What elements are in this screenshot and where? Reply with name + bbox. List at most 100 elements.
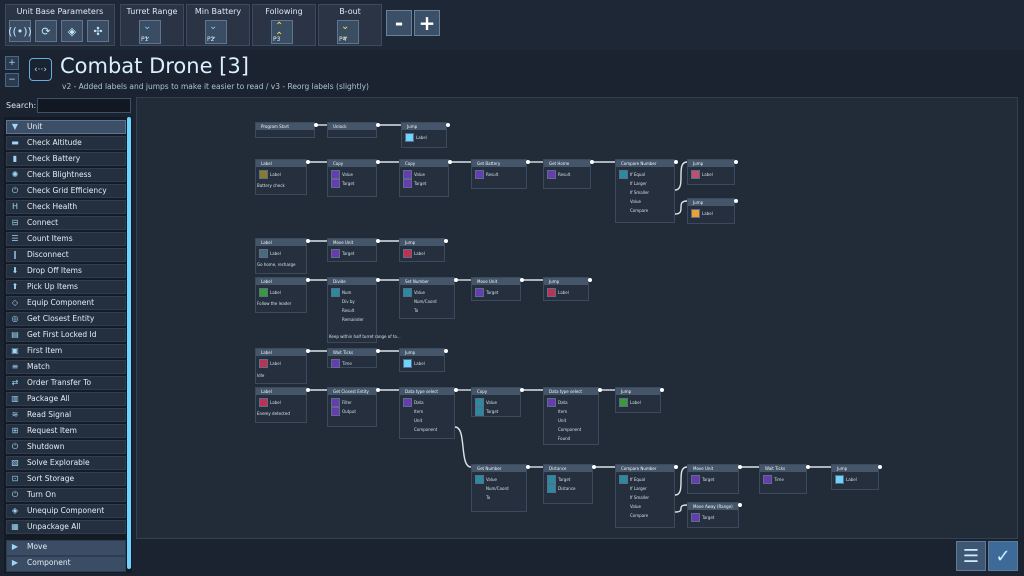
sidebar-item-order-transfer-to[interactable]: ⇄Order Transfer To: [6, 376, 126, 390]
add-parameter-button[interactable]: +: [414, 10, 440, 36]
sidebar-item-get-first-locked-id[interactable]: ▤Get First Locked Id: [6, 328, 126, 342]
sidebar-item-get-closest-entity[interactable]: ◎Get Closest Entity: [6, 312, 126, 326]
sidebar-item-check-blightness[interactable]: ✺Check Blightness: [6, 168, 126, 182]
param-slot-p4[interactable]: ⌄⌄ P4: [337, 20, 359, 44]
node-exec-output[interactable]: [520, 278, 524, 282]
node-input-slot[interactable]: [259, 359, 268, 368]
node-input-slot[interactable]: [475, 475, 484, 484]
node-input-slot[interactable]: [475, 170, 484, 179]
node-exec-output[interactable]: [306, 160, 310, 164]
node-input-slot[interactable]: [691, 475, 700, 484]
cycle-icon[interactable]: ⟳: [35, 20, 57, 42]
node-input-slot[interactable]: [403, 359, 412, 368]
check-icon[interactable]: ✓: [988, 541, 1018, 571]
node-input-slot[interactable]: [475, 407, 484, 416]
node-exec-output[interactable]: [376, 388, 380, 392]
node-exec-output[interactable]: [306, 278, 310, 282]
node-exec-output[interactable]: [598, 388, 602, 392]
sidebar-item-count-items[interactable]: ☰Count Items: [6, 232, 126, 246]
node-exec-output[interactable]: [376, 160, 380, 164]
node-input-slot[interactable]: [547, 475, 556, 484]
program-title[interactable]: Combat Drone [3]: [60, 54, 249, 78]
node-exec-output[interactable]: [738, 465, 742, 469]
node-input-slot[interactable]: [547, 398, 556, 407]
node-input-slot[interactable]: [475, 288, 484, 297]
node-input-slot[interactable]: [405, 133, 414, 142]
node-exec-output[interactable]: [738, 503, 742, 507]
node-input-slot[interactable]: [547, 484, 556, 493]
node-input-slot[interactable]: [547, 170, 556, 179]
node-exec-output[interactable]: [806, 465, 810, 469]
node-input-slot[interactable]: [691, 209, 700, 218]
signal-icon[interactable]: ((•)): [8, 20, 32, 42]
diamond-icon[interactable]: ◈: [61, 20, 83, 42]
sidebar-item-component[interactable]: ▶Component: [6, 556, 126, 572]
node-exec-output[interactable]: [526, 160, 530, 164]
sidebar-item-package-all[interactable]: ▥Package All: [6, 392, 126, 406]
node-exec-output[interactable]: [446, 123, 450, 127]
node-exec-output[interactable]: [454, 388, 458, 392]
node-exec-output[interactable]: [520, 388, 524, 392]
node-exec-output[interactable]: [444, 239, 448, 243]
sidebar-item-drop-off-items[interactable]: ⬇Drop Off Items: [6, 264, 126, 278]
sidebar-item-check-battery[interactable]: ▮Check Battery: [6, 152, 126, 166]
sidebar-item-unequip-component[interactable]: ◈Unequip Component: [6, 504, 126, 518]
node-input-slot[interactable]: [547, 288, 556, 297]
node-input-slot[interactable]: [259, 398, 268, 407]
zoom-out-icon[interactable]: −: [5, 73, 19, 87]
sidebar-item-request-item[interactable]: ⊞Request Item: [6, 424, 126, 438]
node-input-slot[interactable]: [763, 475, 772, 484]
node-program-start[interactable]: Program Start: [255, 122, 315, 138]
sidebar-item-sort-storage[interactable]: ⊡Sort Storage: [6, 472, 126, 486]
node-input-slot[interactable]: [691, 513, 700, 522]
node-exec-output[interactable]: [660, 388, 664, 392]
node-input-slot[interactable]: [691, 170, 700, 179]
node-input-slot[interactable]: [331, 179, 340, 188]
node-exec-output[interactable]: [734, 160, 738, 164]
sidebar-item-turn-on[interactable]: ⏻Turn On: [6, 488, 126, 502]
node-exec-output[interactable]: [444, 349, 448, 353]
node-exec-output[interactable]: [314, 123, 318, 127]
sidebar-item-shutdown[interactable]: ⏻Shutdown: [6, 440, 126, 454]
node-exec-output[interactable]: [588, 278, 592, 282]
node-input-slot[interactable]: [331, 170, 340, 179]
node-exec-output[interactable]: [306, 388, 310, 392]
node-input-slot[interactable]: [403, 288, 412, 297]
node-exec-output[interactable]: [376, 349, 380, 353]
param-slot-p1[interactable]: ⌄⌄ P1: [139, 20, 161, 44]
param-slot-p3[interactable]: ⌃⌃ P3: [271, 20, 293, 44]
node-input-slot[interactable]: [475, 398, 484, 407]
sidebar-item-connect[interactable]: ⊟Connect: [6, 216, 126, 230]
node-move-away-range-[interactable]: Move Away (Range)Target: [687, 502, 739, 528]
node-input-slot[interactable]: [403, 249, 412, 258]
node-exec-output[interactable]: [454, 278, 458, 282]
node-input-slot[interactable]: [403, 170, 412, 179]
node-input-slot[interactable]: [835, 475, 844, 484]
node-exec-output[interactable]: [526, 465, 530, 469]
node-exec-output[interactable]: [590, 160, 594, 164]
node-exec-output[interactable]: [734, 199, 738, 203]
remove-parameter-button[interactable]: -: [386, 10, 412, 36]
